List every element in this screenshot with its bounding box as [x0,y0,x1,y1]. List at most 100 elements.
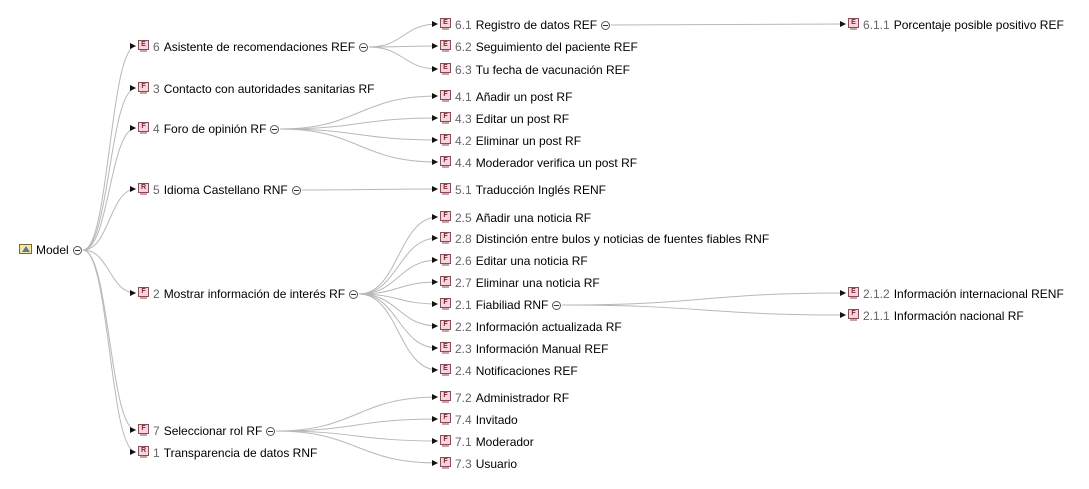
tree-node-6-3[interactable]: E 6.3 Tu fecha de vacunación REF [440,62,630,78]
arrowhead-n4 [130,125,136,131]
tree-node-2-2[interactable]: F 2.2 Información actualizada RF [440,319,622,335]
node-id: 2.3 [455,342,472,356]
collapse-toggle-icon[interactable] [270,124,280,134]
edge-n7-n74 [275,418,439,432]
arrowhead-n74 [432,416,438,422]
edge-root-n2 [82,249,137,294]
node-id: 1 [153,446,160,460]
node-label: Distinción entre bulos y noticias de fue… [475,232,770,246]
collapse-toggle-icon[interactable] [552,300,562,310]
arrowhead-n43 [432,115,438,121]
node-label: Asistente de recomendaciones REF [163,40,356,54]
tree-node-4-3[interactable]: F 4.3 Editar un post RF [440,111,569,127]
arrowhead-n41 [432,93,438,99]
arrowhead-n63 [432,66,438,72]
feature-badge-icon: F [138,424,149,436]
node-id: 3 [153,82,160,96]
edge-n2-n27 [358,281,439,295]
feature-badge-icon: F [440,320,451,332]
tree-node-5-1[interactable]: E 5.1 Traducción Inglés RENF [440,182,606,198]
tree-node-6-2[interactable]: E 6.2 Seguimiento del paciente REF [440,39,638,55]
feature-badge-icon: F [138,122,149,134]
arrowhead-n25 [432,214,438,220]
edge-n5-n51 [301,188,439,191]
tree-node-7-4[interactable]: F 7.4 Invitado [440,412,518,428]
node-id: 7.4 [455,413,472,427]
feature-badge-icon: F [440,134,451,146]
node-label: Información nacional RF [893,309,1024,323]
tree-node-2-1-2[interactable]: E 2.1.2 Información internacional RENF [848,286,1064,302]
tree-node-7[interactable]: F 7 Seleccionar rol RF [138,423,276,439]
node-id: 2 [153,287,160,301]
node-label: Contacto con autoridades sanitarias RF [163,82,375,96]
edge-root-n1 [82,249,137,453]
collapse-toggle-icon[interactable] [601,20,611,30]
feature-badge-icon: F [440,112,451,124]
edge-n4-n42 [279,128,439,141]
tree-node-4-2[interactable]: F 4.2 Eliminar un post RF [440,133,581,149]
collapse-toggle-icon[interactable] [72,245,82,255]
feature-badge-icon: F [440,298,451,310]
tree-node-2-4[interactable]: E 2.4 Notificaciones REF [440,363,578,379]
tree-node-6-1-1[interactable]: E 6.1.1 Porcentaje posible positivo REF [848,17,1064,33]
node-id: 2.1 [455,298,472,312]
node-label: Añadir una noticia RF [475,211,592,225]
node-id: 6.2 [455,40,472,54]
tree-node-7-2[interactable]: F 7.2 Administrador RF [440,390,569,406]
tree-node-2-5[interactable]: F 2.5 Añadir una noticia RF [440,210,591,226]
edge-n7-n72 [275,396,439,432]
tree-node-1[interactable]: R 1 Transparencia de datos RNF [138,445,317,461]
node-id: 4.3 [455,112,472,126]
arrowhead-n21 [432,301,438,307]
edge-root-n5 [82,188,137,251]
arrowhead-n7 [130,427,136,433]
model-folder-icon [19,244,32,254]
collapse-toggle-icon[interactable] [291,185,301,195]
collapse-toggle-icon[interactable] [359,42,369,52]
edge-n4-n41 [279,95,439,130]
tree-node-2-7[interactable]: F 2.7 Eliminar una noticia RF [440,275,600,291]
tree-node-2-8[interactable]: F 2.8 Distinción entre bulos y noticias … [440,231,769,247]
node-label: Seleccionar rol RF [163,424,263,438]
edge-n6-n62 [368,45,439,48]
edge-root-n7 [82,249,137,431]
arrowhead-n22 [432,323,438,329]
arrowhead-n71 [432,438,438,444]
arrowhead-n212 [840,290,846,296]
tree-node-4[interactable]: F 4 Foro de opinión RF [138,121,280,137]
tree-node-7-3[interactable]: F 7.3 Usuario [440,456,517,472]
feature-badge-icon: F [440,232,451,244]
model-root-node[interactable]: Model [19,242,82,258]
arrowhead-n24 [432,367,438,373]
tree-node-2-6[interactable]: F 2.6 Editar una noticia RF [440,253,588,269]
arrowhead-n72 [432,394,438,400]
node-label: Registro de datos REF [475,18,598,32]
arrowhead-n211 [840,312,846,318]
tree-node-2[interactable]: F 2 Mostrar información de interés RF [138,286,359,302]
node-label: Usuario [475,457,518,471]
node-id: 6 [153,40,160,54]
tree-node-7-1[interactable]: F 7.1 Moderador [440,434,534,450]
edge-n2-n21 [358,293,439,305]
feature-badge-icon: F [440,391,451,403]
node-id: 7.2 [455,391,472,405]
tree-node-6-1[interactable]: E 6.1 Registro de datos REF [440,17,611,33]
node-label: Foro de opinión RF [163,122,267,136]
tree-node-4-4[interactable]: F 4.4 Moderador verifica un post RF [440,155,637,171]
node-id: 7 [153,424,160,438]
tree-node-2-1[interactable]: F 2.1 Fiabiliad RNF [440,297,562,313]
feature-badge-icon: F [440,254,451,266]
arrowhead-n62 [432,43,438,49]
collapse-toggle-icon[interactable] [349,289,359,299]
tree-node-4-1[interactable]: F 4.1 Añadir un post RF [440,89,572,105]
collapse-toggle-icon[interactable] [266,426,276,436]
edge-n7-n73 [275,430,439,464]
tree-node-2-1-1[interactable]: F 2.1.1 Información nacional RF [848,308,1024,324]
tree-node-3[interactable]: F 3 Contacto con autoridades sanitarias … [138,81,374,97]
tree-node-2-3[interactable]: E 2.3 Información Manual REF [440,341,608,357]
tree-node-5[interactable]: R 5 Idioma Castellano RNF [138,182,301,198]
tree-node-6[interactable]: E 6 Asistente de recomendaciones REF [138,39,369,55]
node-id: 2.6 [455,254,472,268]
node-label: Eliminar un post RF [475,134,582,148]
node-id: 2.1.2 [863,287,890,301]
